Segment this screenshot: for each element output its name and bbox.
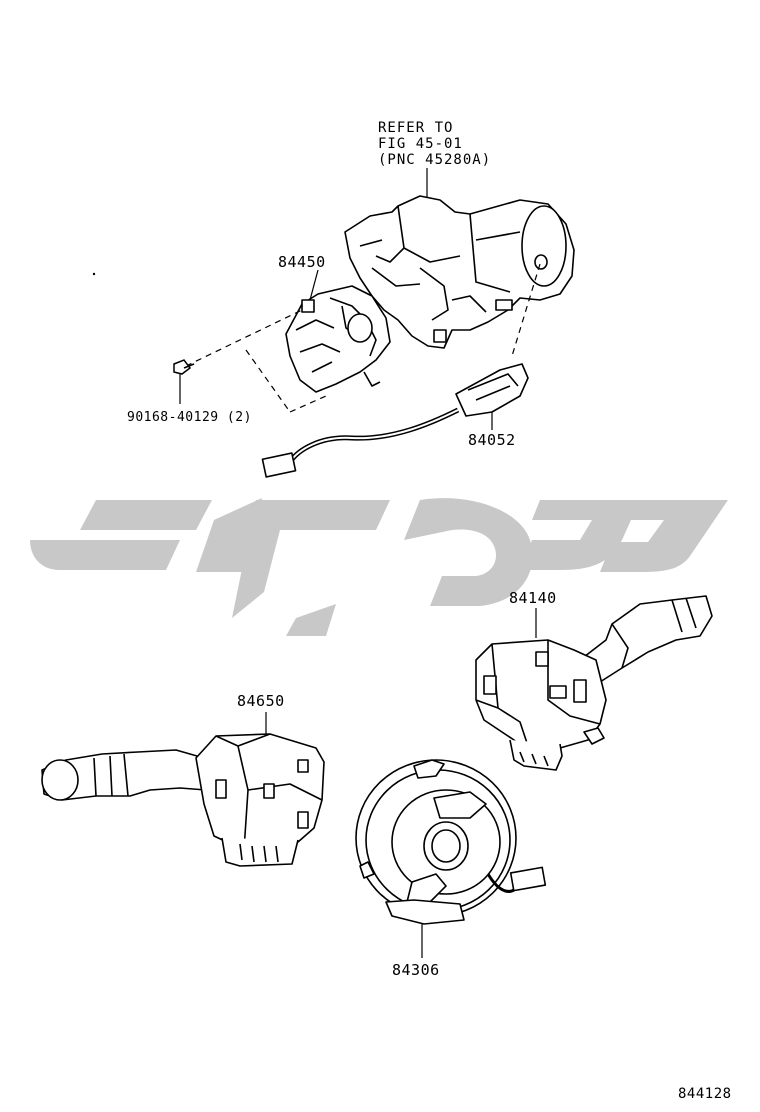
watermark-logo bbox=[30, 498, 728, 636]
spiral-plug bbox=[509, 866, 547, 892]
wire-connector-plug bbox=[261, 452, 297, 478]
label-84306: 84306 bbox=[392, 961, 440, 979]
figure-id: 844128 bbox=[678, 1086, 732, 1102]
turn-signal-switch-84140 bbox=[475, 595, 713, 771]
stray-dot bbox=[92, 272, 96, 276]
leader-84450 bbox=[309, 269, 319, 301]
lock-housing-84450 bbox=[285, 269, 391, 393]
label-84450: 84450 bbox=[278, 253, 326, 271]
screw-90168-40129 bbox=[173, 359, 195, 404]
label-84052: 84052 bbox=[468, 431, 516, 449]
screw-install-dashes bbox=[185, 263, 541, 413]
ignition-lock-assembly bbox=[344, 168, 575, 349]
harness-connector-84052 bbox=[261, 363, 529, 478]
reference-note: REFER TO FIG 45-01 (PNC 45280A) bbox=[378, 120, 491, 168]
spiral-center-hole bbox=[423, 821, 469, 871]
lever-tip-84650 bbox=[41, 759, 79, 801]
reference-note-line-1: REFER TO bbox=[378, 120, 454, 136]
lock-cylinder-face bbox=[521, 205, 567, 287]
label-screw: 90168-40129 (2) bbox=[127, 410, 252, 425]
wiper-switch-84650 bbox=[41, 712, 325, 867]
sensor-body bbox=[455, 363, 529, 417]
lock-keyhole bbox=[534, 254, 548, 270]
reference-note-line-3: (PNC 45280A) bbox=[378, 152, 492, 168]
lever-84140 bbox=[579, 595, 713, 683]
screw-head bbox=[173, 359, 192, 375]
harness-wire bbox=[287, 407, 460, 464]
label-84650: 84650 bbox=[237, 692, 285, 710]
reference-note-line-2: FIG 45-01 bbox=[378, 136, 463, 152]
label-84140: 84140 bbox=[509, 589, 557, 607]
spiral-cable-84306 bbox=[355, 759, 547, 958]
